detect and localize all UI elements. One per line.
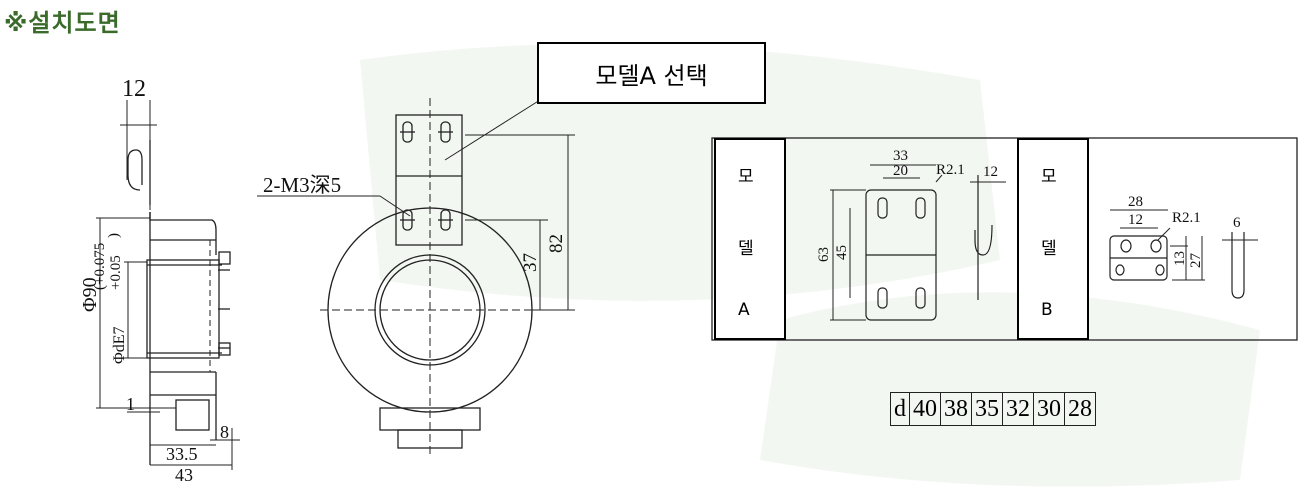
slot-holes-bottom	[400, 209, 453, 231]
tol-upper-label: (+0.075	[92, 243, 108, 290]
d-cell-header: d	[890, 392, 910, 426]
side-view-labels: 12 Φ90 ΦdE7 (+0.075 +0.05 ) 1 8 33.5 43	[79, 76, 229, 485]
model-a-label-box: 모 델 A	[714, 138, 786, 340]
model-b-label-char-1: 모	[1041, 167, 1057, 187]
d-cell: 28	[1064, 392, 1096, 426]
model-b-dim-r: R2.1	[1172, 210, 1201, 226]
model-panel	[711, 137, 1298, 341]
tol-lower-label: +0.05	[108, 255, 124, 290]
model-a-dim-20: 20	[893, 163, 908, 179]
model-b-dim-6: 6	[1233, 215, 1241, 231]
dim-82-label: 82	[546, 234, 567, 253]
tol-close-label: )	[106, 233, 122, 238]
model-b-dim-13: 13	[1172, 251, 1188, 266]
dim-33-5-label: 33.5	[166, 444, 198, 464]
d-size-row: d 40 38 35 32 30 28	[890, 392, 1096, 426]
dim-43-label: 43	[175, 465, 193, 485]
dim-phi90-label: Φ90	[79, 277, 101, 312]
dim-8-label: 8	[220, 422, 229, 442]
d-cell: 32	[1002, 392, 1034, 426]
model-a-label-char-1: 모	[738, 167, 754, 187]
model-a-dim-r: R2.1	[936, 162, 965, 178]
thread-note-label: 2-M3深5	[263, 173, 341, 197]
slot-holes-top	[400, 121, 453, 143]
model-a-bracket	[830, 164, 1006, 321]
d-cell: 38	[940, 392, 972, 426]
side-view	[96, 100, 240, 470]
d-size-table: d 40 38 35 32 30 28	[890, 392, 1096, 426]
dim-12-label: 12	[122, 76, 146, 102]
model-b-label-box: 모 델 B	[1017, 138, 1089, 340]
model-b-label-char-2: 델	[1041, 239, 1057, 259]
model-a-dim-33: 33	[893, 148, 908, 164]
model-b-dim-28: 28	[1128, 194, 1143, 210]
model-a-select-callout: 모델A 선택	[537, 42, 766, 104]
dim-phid-label: ΦdE7	[111, 327, 128, 364]
model-a-label-char-2: 델	[738, 239, 754, 259]
model-a-labels: 33 20 R2.1 12 63 45	[816, 148, 998, 262]
model-a-dim-12: 12	[983, 164, 998, 180]
model-b-label-char-3: B	[1041, 300, 1053, 320]
d-cell: 40	[909, 392, 941, 426]
model-a-dim-63: 63	[816, 247, 832, 262]
background-watermark	[360, 44, 1260, 487]
d-cell: 30	[1033, 392, 1065, 426]
front-view	[257, 98, 575, 455]
model-b-labels: 28 12 R2.1 6 13 27	[1128, 194, 1241, 268]
model-a-label-char-3: A	[738, 300, 750, 320]
dim-37-label: 37	[520, 253, 541, 272]
model-b-dim-27: 27	[1188, 253, 1204, 269]
model-a-dim-45: 45	[834, 245, 850, 260]
page-heading: ※설치도면	[4, 9, 121, 37]
d-cell: 35	[971, 392, 1003, 426]
model-b-bracket	[1109, 209, 1258, 299]
dim-1-label: 1	[126, 394, 135, 414]
front-view-labels: 2-M3深5 37 82	[263, 173, 567, 272]
model-b-dim-12: 12	[1128, 212, 1143, 228]
